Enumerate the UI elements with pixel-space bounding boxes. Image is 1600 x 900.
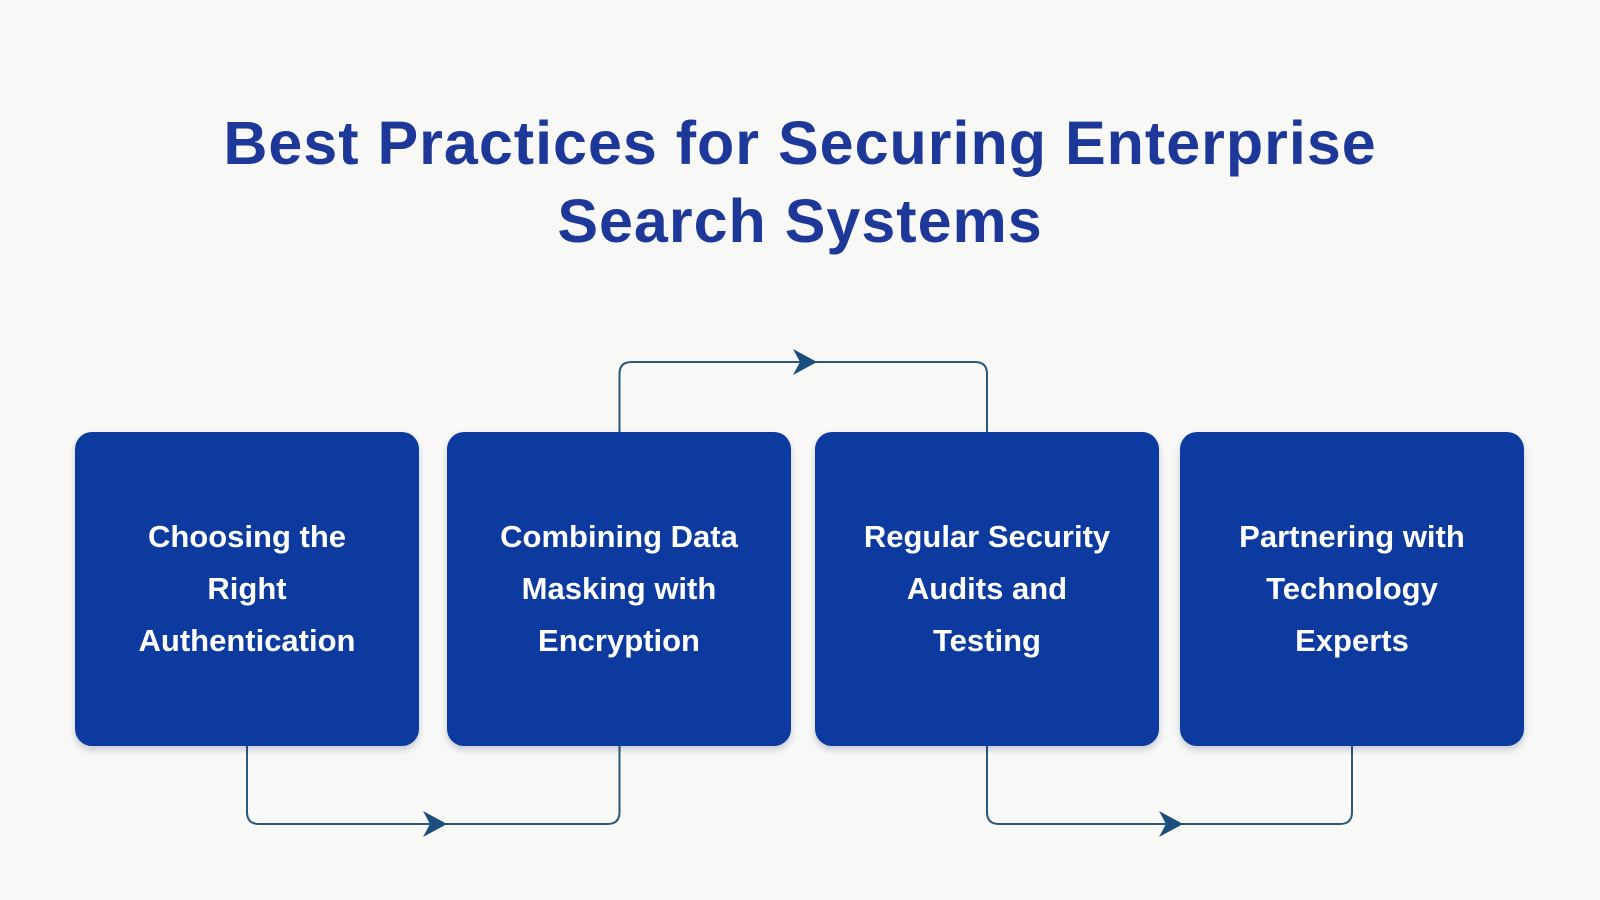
practice-box-choosing-right-authentication-line-2: Right xyxy=(207,571,287,606)
arrowhead-bottom-right-connector-icon xyxy=(1159,811,1183,837)
connector-top-box2-to-box3 xyxy=(618,361,988,433)
practice-box-security-audits-and-testing-line-3: Testing xyxy=(933,623,1041,658)
page-title-line-2: Search Systems xyxy=(557,187,1043,255)
practice-box-choosing-right-authentication-line-1: Choosing the xyxy=(147,519,347,554)
connector-bottom-box1-to-box2 xyxy=(246,745,621,825)
practice-box-security-audits-and-testing-line-1: Regular Security xyxy=(863,519,1111,554)
arrowhead-bottom-left-connector-icon xyxy=(423,811,447,837)
practice-box-data-masking-with-encryption-line-1: Combining Data xyxy=(500,519,738,554)
practice-box-choosing-right-authentication-line-3: Authentication xyxy=(138,623,356,658)
practice-box-data-masking-with-encryption-line-3: Encryption xyxy=(538,623,700,658)
practice-box-partnering-technology-experts-line-1: Partnering with xyxy=(1239,519,1465,554)
arrowhead-top-connector-icon xyxy=(793,349,817,375)
practice-box-partnering-technology-experts-line-3: Experts xyxy=(1295,623,1409,658)
page-title-line-1: Best Practices for Securing Enterprise xyxy=(223,109,1377,177)
connector-bottom-box3-to-box4 xyxy=(986,745,1353,825)
practice-box-partnering-technology-experts-line-2: Technology xyxy=(1266,571,1438,606)
practice-box-security-audits-and-testing-line-2: Audits and xyxy=(906,571,1068,606)
practice-box-data-masking-with-encryption-line-2: Masking with xyxy=(521,571,717,606)
